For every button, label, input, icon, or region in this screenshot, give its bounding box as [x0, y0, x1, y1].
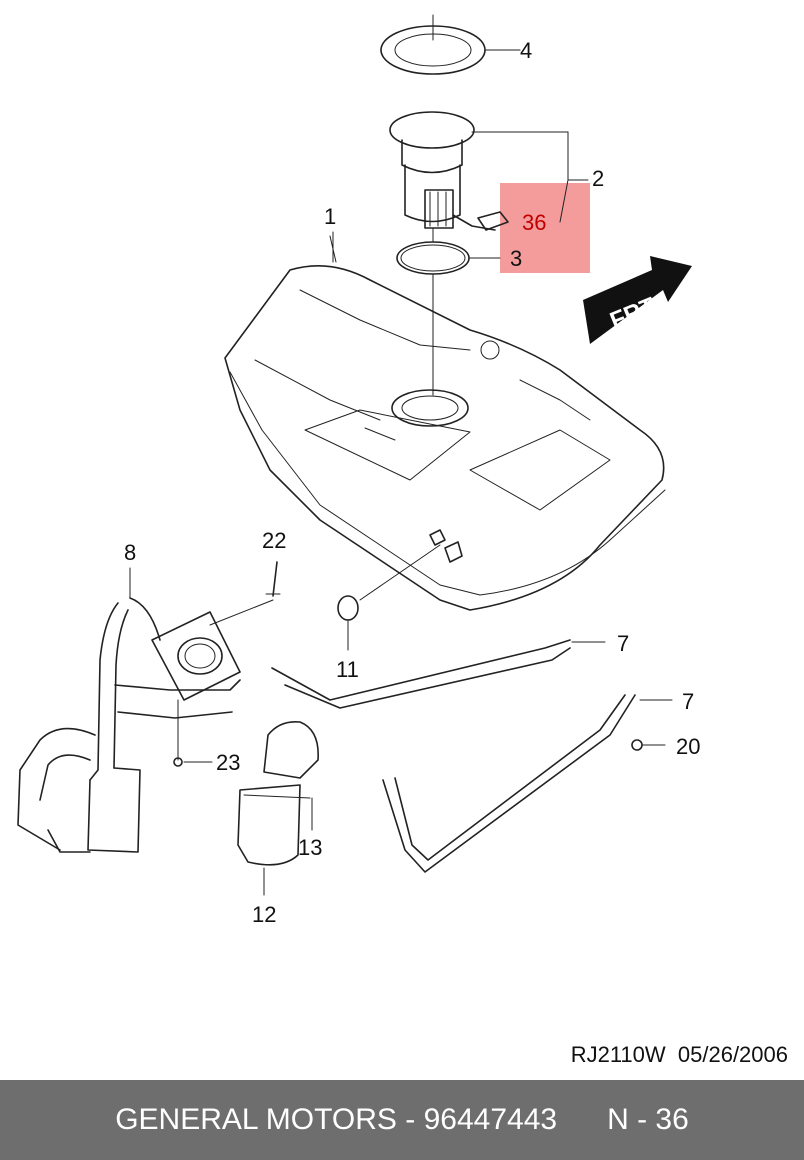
footer-spacer — [557, 1103, 607, 1137]
callout-20: 20 — [676, 734, 700, 759]
callout-12: 12 — [252, 902, 276, 927]
fuel-pump-module — [389, 111, 589, 231]
callout-13: 13 — [298, 835, 322, 860]
footer-bar: GENERAL MOTORS - 96447443 N - 36 — [0, 1080, 804, 1160]
callout-23: 23 — [216, 750, 240, 775]
callout-22: 22 — [262, 528, 286, 553]
tank-strap-rear — [382, 694, 673, 873]
hose-clamp — [337, 544, 441, 651]
footer-brand-part: GENERAL MOTORS - 96447443 — [115, 1103, 558, 1136]
front-direction-arrow: FRT — [583, 256, 692, 344]
heat-shield — [237, 720, 319, 896]
callout-1: 1 — [324, 204, 336, 229]
parts-diagram: FRT — [17, 14, 700, 927]
callout-7-rear: 7 — [682, 689, 694, 714]
nut-20 — [631, 739, 666, 751]
screw-13 — [243, 794, 313, 831]
highlight-box — [500, 183, 590, 273]
callout-7-front: 7 — [617, 631, 629, 656]
seal-ring — [396, 241, 501, 275]
tank-strap-front — [271, 639, 606, 709]
bolt-23 — [173, 699, 213, 767]
bolt-22 — [209, 561, 281, 626]
lock-ring — [380, 14, 521, 75]
filler-neck — [17, 567, 241, 853]
callout-3: 3 — [510, 246, 522, 271]
callout-4: 4 — [520, 38, 532, 63]
callout-2: 2 — [592, 166, 604, 191]
callout-8: 8 — [124, 540, 136, 565]
callout-11: 11 — [336, 657, 359, 682]
callout-36: 36 — [522, 210, 546, 235]
drawing-code: RJ2110W 05/26/2006 — [570, 1042, 788, 1067]
footer-page: N - 36 — [607, 1103, 689, 1136]
fuel-tank — [224, 235, 666, 611]
